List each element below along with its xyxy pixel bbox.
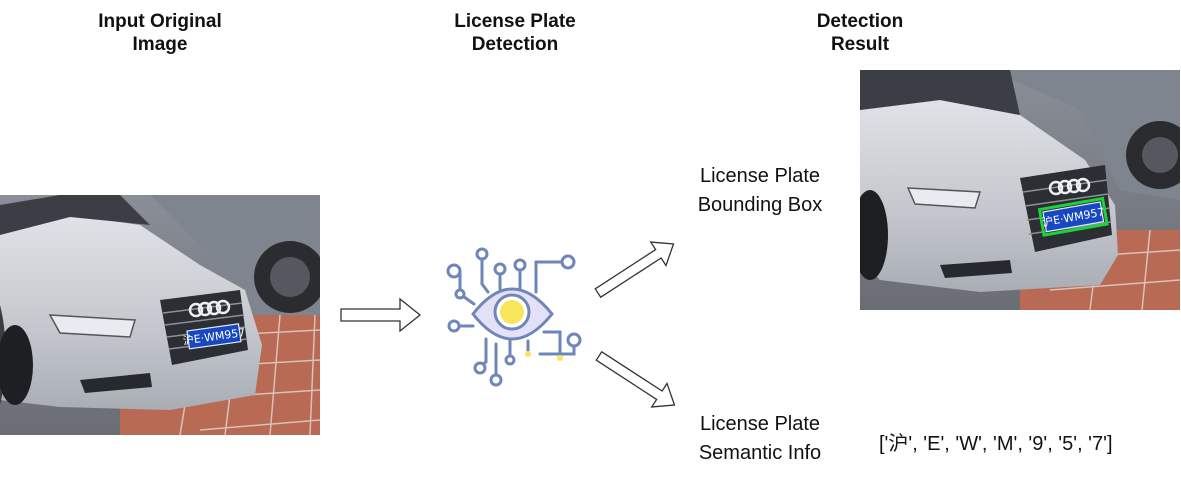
result-heading-line-1: Detection	[816, 11, 904, 32]
ai-eye-circuit-icon	[446, 247, 582, 387]
result-car-photo: 沪E·WM957	[860, 70, 1180, 310]
bounding-box-label-line-2: Bounding Box	[697, 194, 823, 216]
input-car-photo: 沪E·WM957	[0, 195, 320, 435]
detection-heading-line-2: Detection	[471, 34, 559, 55]
semantic-info-label-line-1: License Plate	[699, 413, 821, 435]
result-heading: Detection Result	[760, 10, 960, 56]
detection-heading: License Plate Detection	[415, 10, 615, 56]
semantic-info-label-line-2: Semantic Info	[698, 442, 822, 464]
bounding-box-label-line-1: License Plate	[699, 165, 821, 187]
input-heading-line-2: Image	[132, 34, 188, 55]
semantic-info-label: License Plate Semantic Info	[660, 410, 860, 468]
input-heading-line-1: Input Original	[98, 11, 222, 32]
arrow-to-bounding-box	[594, 241, 675, 299]
semantic-result-text: ['沪', 'E', 'W', 'M', '9', '5', '7']	[879, 433, 1113, 455]
bounding-box-label: License Plate Bounding Box	[660, 162, 860, 220]
input-image-heading: Input Original Image	[60, 10, 260, 56]
arrow-input-to-detection	[340, 297, 422, 333]
result-heading-line-2: Result	[830, 34, 890, 55]
arrow-to-semantic-info	[595, 350, 676, 408]
plate-bounding-box	[1037, 196, 1109, 237]
detection-heading-line-1: License Plate	[454, 11, 576, 32]
